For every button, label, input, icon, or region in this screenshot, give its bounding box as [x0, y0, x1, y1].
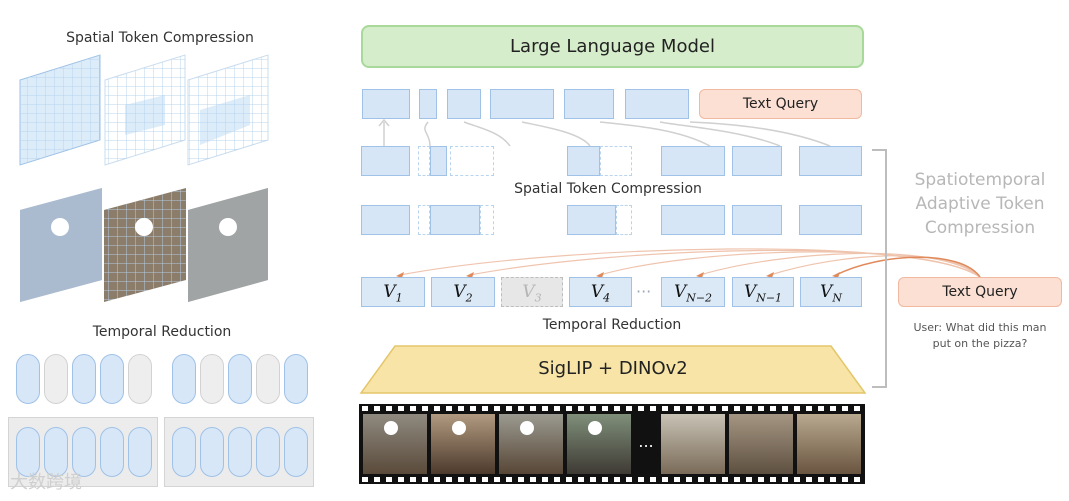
- bracket: [872, 149, 887, 388]
- video-token-v1: V1: [361, 277, 425, 307]
- dropped-token: [418, 146, 430, 176]
- film-ellipsis: ...: [638, 432, 654, 451]
- llm-input-token: [362, 89, 410, 119]
- compressed-token: [361, 146, 410, 176]
- compressed-token: [661, 146, 725, 176]
- llm-input-token: [419, 89, 437, 119]
- llm-input-token: [564, 89, 614, 119]
- video-frame: [661, 414, 725, 474]
- spatial-token-placeholder: [480, 205, 494, 235]
- spatial-token: [661, 205, 725, 235]
- text-query-right: Text Query: [898, 277, 1062, 307]
- spatial-token: [361, 205, 410, 235]
- llm-input-token: [625, 89, 689, 119]
- video-token-vn-1: VN−1: [732, 277, 794, 307]
- compression-arrows: [378, 118, 831, 147]
- video-token-v2: V2: [431, 277, 495, 307]
- user-query-text: User: What did this man put on the pizza…: [890, 320, 1069, 352]
- video-token-ellipsis: ···: [636, 282, 652, 301]
- compressed-token: [732, 146, 782, 176]
- dropped-token: [600, 146, 632, 176]
- spatial-token-placeholder: [418, 205, 430, 235]
- spatial-token: [799, 205, 862, 235]
- left-spatial-title: Spatial Token Compression: [66, 30, 254, 46]
- query-attention-arrows: [396, 248, 981, 278]
- watermark: 大数跨境: [10, 472, 82, 493]
- spatial-token: [732, 205, 782, 235]
- video-token-vn: VN: [800, 277, 862, 307]
- frame-face-masks: [384, 421, 602, 435]
- spatial-grid-illustration: [19, 54, 269, 166]
- llm-box: Large Language Model: [361, 25, 864, 68]
- dropped-token: [450, 146, 494, 176]
- compressed-token: [430, 146, 447, 176]
- vision-encoder-shape: [359, 345, 867, 394]
- vision-encoder-label: SigLIP + DINOv2: [538, 358, 688, 379]
- spatial-token: [430, 205, 480, 235]
- video-frame: [797, 414, 861, 474]
- stac-label-line-2: Adaptive Token: [915, 194, 1045, 214]
- llm-input-token: [447, 89, 481, 119]
- video-filmstrip: ...: [359, 404, 865, 484]
- compressed-token: [799, 146, 862, 176]
- video-token-v4: V4: [569, 277, 632, 307]
- video-token-v3-dropped: V3: [501, 277, 563, 307]
- user-query-line-2: put on the pizza?: [932, 337, 1028, 350]
- stac-label-line-1: Spatiotemporal: [914, 170, 1046, 190]
- stac-label-line-3: Compression: [924, 218, 1036, 238]
- temporal-reduction-label: Temporal Reduction: [542, 317, 682, 333]
- llm-input-token: [490, 89, 554, 119]
- video-token-vn-2: VN−2: [661, 277, 725, 307]
- text-query-top: Text Query: [699, 89, 862, 119]
- video-frame: [729, 414, 793, 474]
- stac-label: Spatiotemporal Adaptive Token Compressio…: [890, 168, 1069, 240]
- spatial-compression-label: Spatial Token Compression: [514, 181, 702, 197]
- spatial-token: [567, 205, 616, 235]
- user-query-line-1: User: What did this man: [913, 321, 1047, 334]
- spatial-token-placeholder: [616, 205, 632, 235]
- compressed-token: [567, 146, 600, 176]
- left-temporal-title: Temporal Reduction: [92, 324, 232, 340]
- video-frames-illustration: [20, 188, 268, 302]
